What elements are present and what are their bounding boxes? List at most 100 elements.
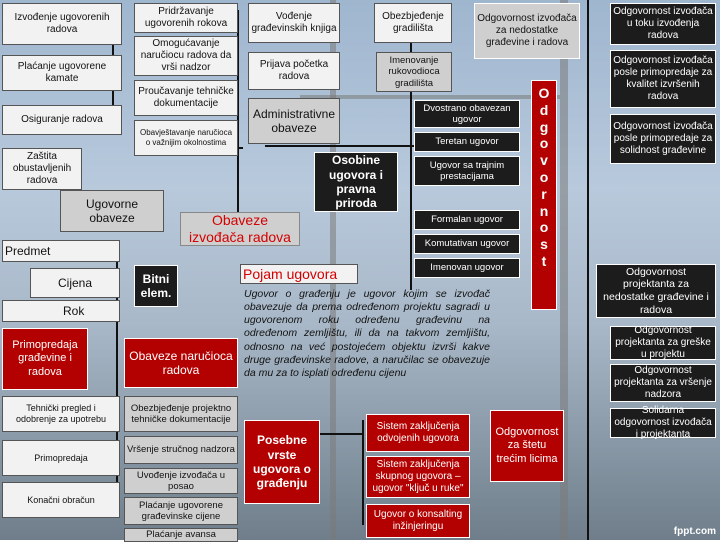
cijena-box: Cijena bbox=[30, 268, 120, 298]
komutativan-label: Komutativan ugovor bbox=[424, 238, 510, 250]
obaveze-izvodjaca-box: Obaveze izvođača radova bbox=[180, 212, 300, 246]
connector bbox=[410, 10, 412, 290]
placanje-cijene-label: Plaćanje ugovorene građevinske cijene bbox=[139, 499, 223, 522]
stripe-letter: O bbox=[538, 85, 550, 101]
omogucavanje-label: Omogućavanje naručiocu radova da vrši na… bbox=[140, 38, 232, 73]
connector bbox=[116, 260, 118, 510]
obezbjedjenje-dok-box: Obezbjeđenje projektno tehničke dokument… bbox=[124, 396, 238, 432]
konacni-box: Konačni obračun bbox=[2, 482, 120, 518]
odgovornost-toku-box: Odgovornost izvođača u toku izvođenja ra… bbox=[610, 3, 716, 45]
imenovanje-box: Imenovanje rukovodioca gradilišta bbox=[376, 52, 452, 92]
definition-text: Ugovor o građenju je ugovor kojim se izv… bbox=[244, 288, 490, 379]
obaveze-narucioca-label: Obaveze naručioca radova bbox=[129, 348, 233, 377]
stripe-letter: d bbox=[539, 101, 549, 118]
sistem-odvojenih-box: Sistem zaključenja odvojenih ugovora bbox=[366, 414, 470, 452]
obezbjedjenje-gradilista-box: Obezbjeđenje gradilišta bbox=[374, 3, 452, 43]
stripe-letter: n bbox=[539, 202, 549, 219]
trajnim-box: Ugovor sa trajnim prestacijama bbox=[414, 156, 520, 186]
administrativne-label: Administrativne obaveze bbox=[252, 106, 336, 135]
primopredaja-label: Primopredaja bbox=[34, 452, 88, 463]
komutativan-box: Komutativan ugovor bbox=[414, 234, 520, 254]
stripe-letter: o bbox=[539, 135, 549, 152]
imenovanje-label: Imenovanje rukovodioca gradilišta bbox=[388, 54, 440, 89]
zastita-box: Zaštita obustavljenih radova bbox=[2, 148, 82, 190]
prijava-box: Prijava početka radova bbox=[248, 52, 340, 90]
primopredaja-box: Primopredaja bbox=[2, 440, 120, 476]
projektanta-greske-box: Odgovornost projektanta za greške u proj… bbox=[610, 325, 716, 360]
osobine-box: Osobine ugovora i pravna priroda bbox=[314, 152, 398, 212]
watermark: fppt.com bbox=[673, 526, 716, 537]
vrsenje-label: Vršenje stručnog nadzora bbox=[127, 444, 235, 456]
toku-label: Odgovornost izvođača u toku izvođenja ra… bbox=[613, 6, 713, 41]
obaveze-narucioca-box: Obaveze naručioca radova bbox=[124, 338, 238, 388]
predmet-box: Predmet bbox=[2, 240, 120, 262]
greske-label: Odgovornost projektanta za greške u proj… bbox=[615, 325, 711, 360]
formalan-box: Formalan ugovor bbox=[414, 210, 520, 230]
posebne-label: Posebne vrste ugovora o građenju bbox=[252, 433, 311, 491]
imenovan-box: Imenovan ugovor bbox=[414, 258, 520, 278]
obezbjedjenje-dok-label: Obezbjeđenje projektno tehničke dokument… bbox=[130, 402, 232, 425]
vrsenje-nadzora-box: Vršenje stručnog nadzora bbox=[124, 436, 238, 464]
obezbjedjenje-gradilista-label: Obezbjeđenje gradilišta bbox=[382, 11, 444, 34]
connector bbox=[237, 147, 243, 149]
osobine-label: Osobine ugovora i pravna priroda bbox=[328, 153, 383, 211]
crane-jib bbox=[300, 95, 560, 99]
placanje-kamate-box: Plaćanje ugovorene kamate bbox=[2, 55, 122, 91]
konsalting-label: Ugovor o konsalting inžinjeringu bbox=[373, 509, 463, 532]
projektanta-nedostatke-box: Odgovornost projektanta za nedostatke gr… bbox=[596, 264, 716, 318]
projektanta-nadzor-box: Odgovornost projektanta za vršenje nadzo… bbox=[610, 364, 716, 402]
steta-box: Odgovornost za štetu trećim licima bbox=[490, 410, 564, 482]
sistem-skupnog-box: Sistem zaključenja skupnog ugovora – ugo… bbox=[366, 456, 470, 498]
bitni-label: Bitni elem. bbox=[140, 271, 172, 300]
teretan-box: Teretan ugovor bbox=[414, 132, 520, 152]
proucavanje-label: Proučavanje tehničke dokumentacije bbox=[138, 86, 234, 109]
placanje-label: Plaćanje ugovorene kamate bbox=[17, 61, 107, 84]
stripe-letter: g bbox=[539, 118, 549, 135]
ugovorne-obaveze-box: Ugovorne obaveze bbox=[60, 190, 164, 232]
odgovornost-solidnost-box: Odgovornost izvođača posle primopredaje … bbox=[610, 114, 716, 164]
obavjestavanje-label: Obavještavanje naručioca o važnijim okol… bbox=[139, 128, 233, 147]
pridrzavanje-box: Pridržavanje ugovorenih rokova bbox=[134, 3, 238, 33]
stripe-letter: o bbox=[539, 219, 549, 236]
stripe-letter: r bbox=[541, 185, 547, 202]
odgovornost-nedostatke-label: Odgovornost izvođača za nedostatke građe… bbox=[477, 13, 577, 48]
imenovan-label: Imenovan ugovor bbox=[430, 262, 504, 274]
solidnost-label: Odgovornost izvođača posle primopredaje … bbox=[613, 121, 713, 156]
konsalting-box: Ugovor o konsalting inžinjeringu bbox=[366, 504, 470, 538]
solidarna-box: Solidarna odgovornost izvođača i projekt… bbox=[610, 405, 716, 440]
osiguranje-label: Osiguranje radova bbox=[21, 114, 103, 125]
izvodjenje-label: Izvođenje ugovorenih radova bbox=[14, 12, 110, 35]
uvodjenje-label: Uvođenje izvođača u posao bbox=[136, 469, 226, 492]
dvostrano-box: Dvostrano obavezan ugovor bbox=[414, 100, 520, 128]
odgovornost-nedostatke-box: Odgovornost izvođača za nedostatke građe… bbox=[474, 3, 580, 59]
rok-box: Rok bbox=[2, 300, 120, 322]
sistem-skupnog-label: Sistem zaključenja skupnog ugovora – ugo… bbox=[372, 459, 464, 494]
stripe-letter: s bbox=[540, 236, 548, 253]
solidarna-label: Solidarna odgovornost izvođača i projekt… bbox=[614, 405, 712, 440]
uvodjenje-box: Uvođenje izvođača u posao bbox=[124, 468, 238, 494]
connector bbox=[362, 420, 364, 525]
zastita-label: Zaštita obustavljenih radova bbox=[12, 151, 72, 186]
projektanta-nedostatke-label: Odgovornost projektanta za nedostatke gr… bbox=[603, 265, 709, 316]
vodjenje-box: Vođenje građevinskih knjiga bbox=[248, 3, 340, 43]
omogucavanje-box: Omogućavanje naručiocu radova da vrši na… bbox=[134, 36, 238, 76]
pojam-label: Pojam ugovora bbox=[243, 265, 338, 282]
crane-mast-right bbox=[560, 0, 568, 540]
konacni-label: Konačni obračun bbox=[27, 494, 95, 505]
sistem-odvojenih-label: Sistem zaključenja odvojenih ugovora bbox=[376, 421, 460, 444]
trajnim-label: Ugovor sa trajnim prestacijama bbox=[429, 159, 505, 182]
administrativne-box: Administrativne obaveze bbox=[248, 98, 340, 144]
stripe-letter: v bbox=[540, 152, 548, 169]
connector bbox=[265, 145, 415, 147]
connector bbox=[237, 10, 239, 220]
cijena-label: Cijena bbox=[57, 275, 93, 290]
placanje-avansa-label: Plaćanje avansa bbox=[146, 529, 216, 541]
obavjestavanje-box: Obavještavanje naručioca o važnijim okol… bbox=[134, 120, 238, 156]
osiguranje-box: Osiguranje radova bbox=[2, 105, 122, 135]
proucavanje-box: Proučavanje tehničke dokumentacije bbox=[134, 80, 238, 116]
stripe-letter: o bbox=[539, 168, 549, 185]
dvostrano-label: Dvostrano obavezan ugovor bbox=[423, 102, 511, 125]
pridrzavanje-label: Pridržavanje ugovorenih rokova bbox=[144, 6, 228, 29]
teretan-label: Teretan ugovor bbox=[435, 136, 499, 148]
posebne-vrste-box: Posebne vrste ugovora o građenju bbox=[244, 420, 320, 504]
